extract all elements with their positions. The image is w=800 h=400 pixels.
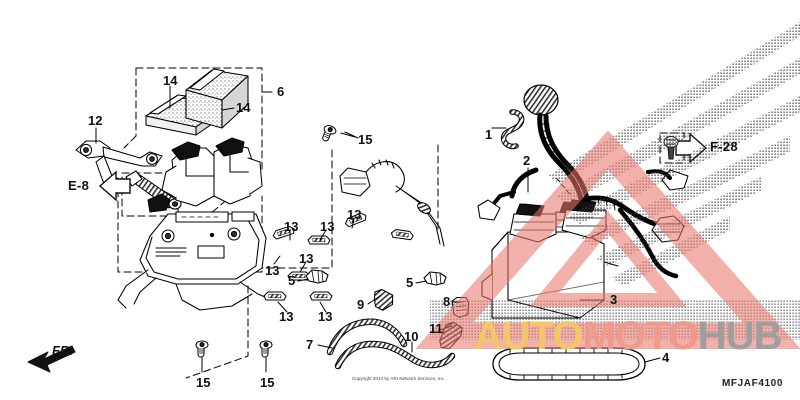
callout-13d: 13: [265, 263, 280, 278]
callout-15a: 15: [358, 132, 373, 147]
callout-5a: 5: [288, 273, 296, 288]
callout-11: 11: [429, 321, 443, 336]
callout-12: 12: [88, 113, 103, 128]
watermark-auto: AUTO: [474, 314, 584, 358]
callout-1: 1: [485, 127, 493, 142]
triangle-watermark-icon: [415, 130, 800, 349]
callout-15c: 15: [260, 375, 275, 390]
callout-4: 4: [662, 350, 670, 365]
left-arrow-icon: [98, 170, 131, 202]
callout-8: 8: [443, 294, 451, 309]
callout-3: 3: [610, 292, 618, 307]
callout-2: 2: [523, 153, 531, 168]
callout-13c: 13: [347, 207, 362, 222]
section-ref-f28[interactable]: F-28: [710, 139, 738, 154]
copyright-notice: Copyright 2014 by ARI Network Services, …: [352, 376, 446, 381]
callout-13g: 13: [318, 309, 333, 324]
front-direction-label: FR.: [52, 343, 73, 358]
drawing-part-number: MFJAF4100: [722, 378, 783, 389]
callout-14a: 14: [163, 73, 178, 88]
callout-9: 9: [357, 297, 365, 312]
callout-7: 7: [306, 337, 314, 352]
section-ref-e8[interactable]: E-8: [68, 178, 90, 193]
callout-13b: 13: [320, 219, 335, 234]
watermark-wordmark: AUTOMOTOHUB: [474, 314, 783, 358]
callout-13e: 13: [299, 251, 314, 266]
watermark-hub: HUB: [697, 314, 783, 358]
callout-13f: 13: [279, 309, 294, 324]
callout-10: 10: [404, 329, 419, 344]
callout-14b: 14: [236, 100, 251, 115]
callout-6: 6: [277, 84, 285, 99]
callout-5b: 5: [406, 275, 414, 290]
watermark-moto: MOTO: [582, 314, 699, 358]
callout-15b: 15: [196, 375, 211, 390]
callout-13a: 13: [284, 219, 299, 234]
